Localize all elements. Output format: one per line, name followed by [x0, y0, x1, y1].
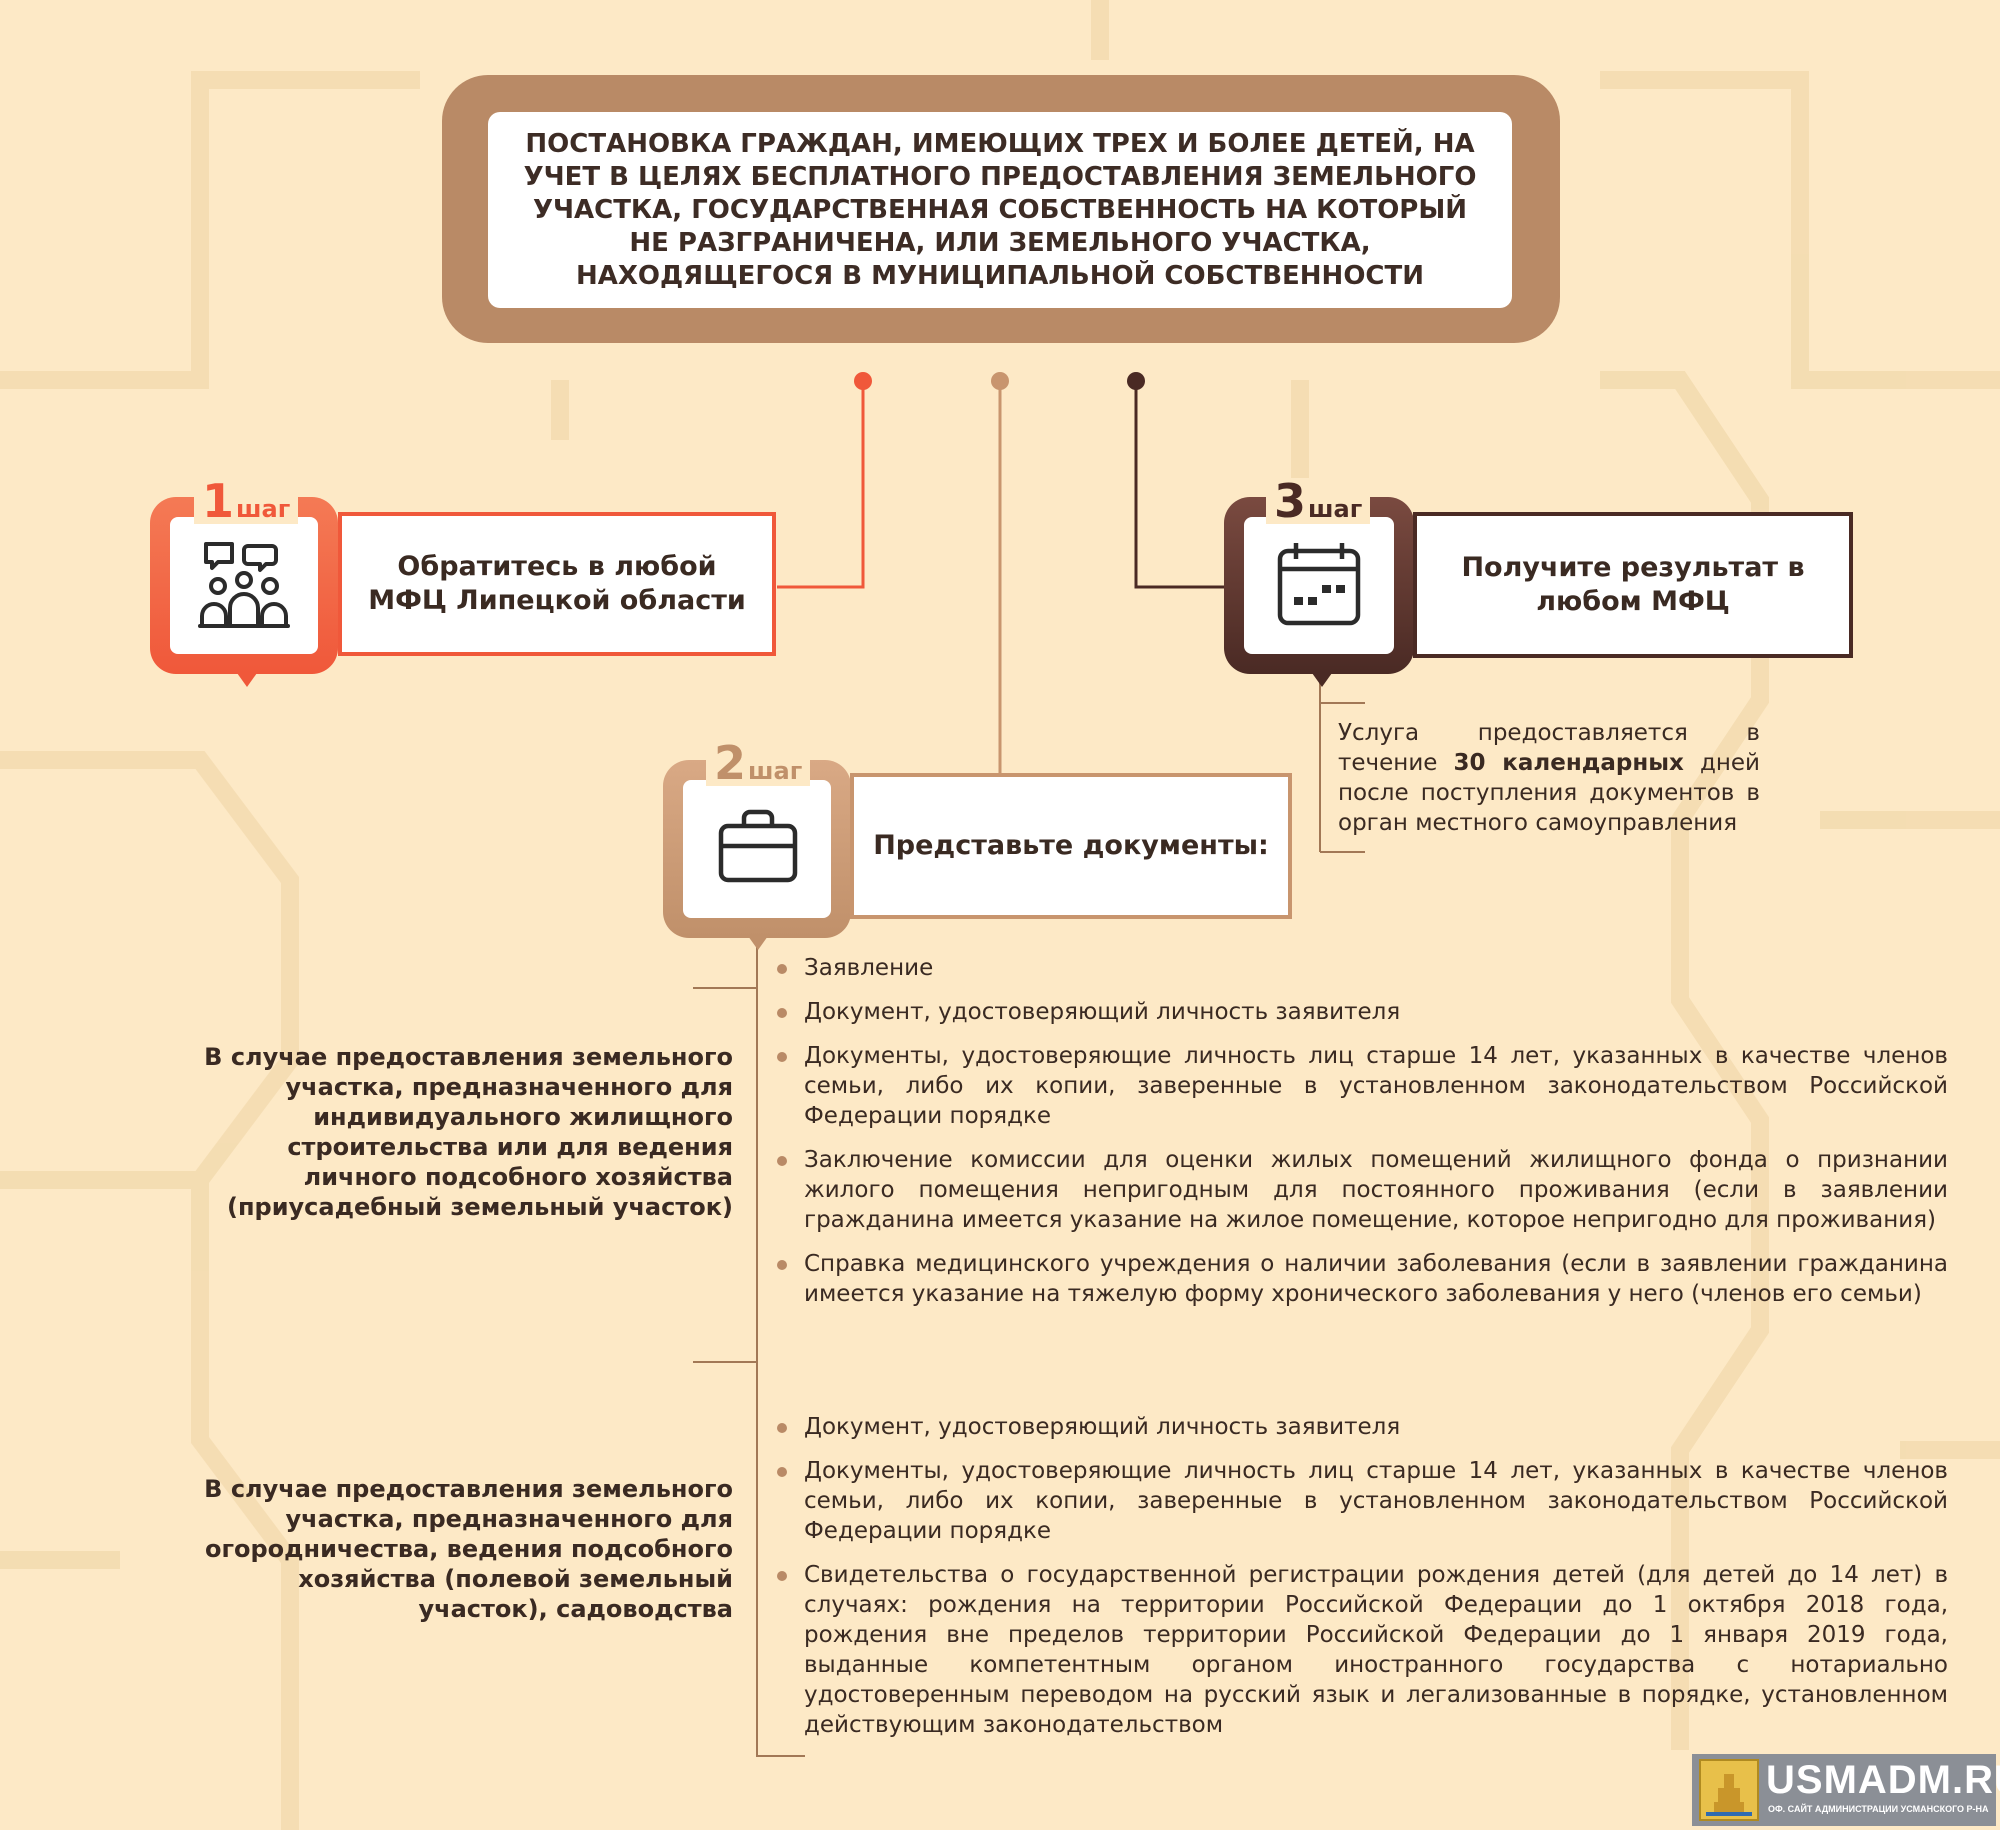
people-chat-icon [198, 542, 290, 628]
calendar-icon [1277, 543, 1361, 626]
step3-box: Получите результат в любом МФЦ [1413, 512, 1853, 658]
list-item: Справка медицинского учреждения о наличи… [776, 1249, 1948, 1309]
list-item: Документ, удостоверяющий личность заявит… [776, 1412, 1948, 1442]
watermark-title: USMADM.RU [1766, 1758, 2000, 1802]
step3-text: Получите результат в любом МФЦ [1461, 552, 1805, 617]
step1-text: Обратитесь в любой МФЦ Липецкой области [368, 551, 746, 616]
list-item: Документ, удостоверяющий личность заявит… [776, 997, 1948, 1027]
list-item: Свидетельства о государственной регистра… [776, 1560, 1948, 1740]
case2-docs: Документ, удостоверяющий личность заявит… [776, 1412, 1948, 1754]
list-item: Документы, удостоверяющие личность лиц с… [776, 1041, 1948, 1131]
step2-text: Представьте документы: [873, 830, 1269, 861]
list-item: Документы, удостоверяющие личность лиц с… [776, 1456, 1948, 1546]
list-item: Заключение комиссии для оценки жилых пом… [776, 1145, 1948, 1235]
case2-label: В случае предоставления земельного участ… [204, 1475, 733, 1623]
watermark[interactable]: USMADM.RU ОФ. САЙТ АДМИНИСТРАЦИИ УСМАНСК… [1692, 1754, 2000, 1826]
step3-badge [1224, 497, 1414, 674]
step2-box: Представьте документы: [850, 773, 1292, 919]
step1-box: Обратитесь в любой МФЦ Липецкой области [338, 512, 776, 656]
page-title: ПОСТАНОВКА ГРАЖДАН, ИМЕЮЩИХ ТРЕХ И БОЛЕЕ… [523, 128, 1477, 291]
title-box: ПОСТАНОВКА ГРАЖДАН, ИМЕЮЩИХ ТРЕХ И БОЛЕЕ… [488, 112, 1512, 308]
step3-pointer [1312, 673, 1332, 687]
watermark-subtitle: ОФ. САЙТ АДМИНИСТРАЦИИ УСМАНСКОГО Р-НА [1768, 1804, 1989, 1814]
briefcase-icon [718, 809, 798, 883]
step3-note: Услуга предоставляется в течение 30 кале… [1338, 720, 1760, 836]
case1-label: В случае предоставления земельного участ… [204, 1043, 733, 1221]
coat-of-arms-icon [1699, 1759, 1759, 1821]
step2-pointer [748, 936, 768, 950]
case1-docs: Заявление Документ, удостоверяющий лично… [776, 953, 1948, 1323]
step1-pointer [237, 673, 257, 687]
step2-badge [663, 760, 851, 938]
list-item: Заявление [776, 953, 1948, 983]
